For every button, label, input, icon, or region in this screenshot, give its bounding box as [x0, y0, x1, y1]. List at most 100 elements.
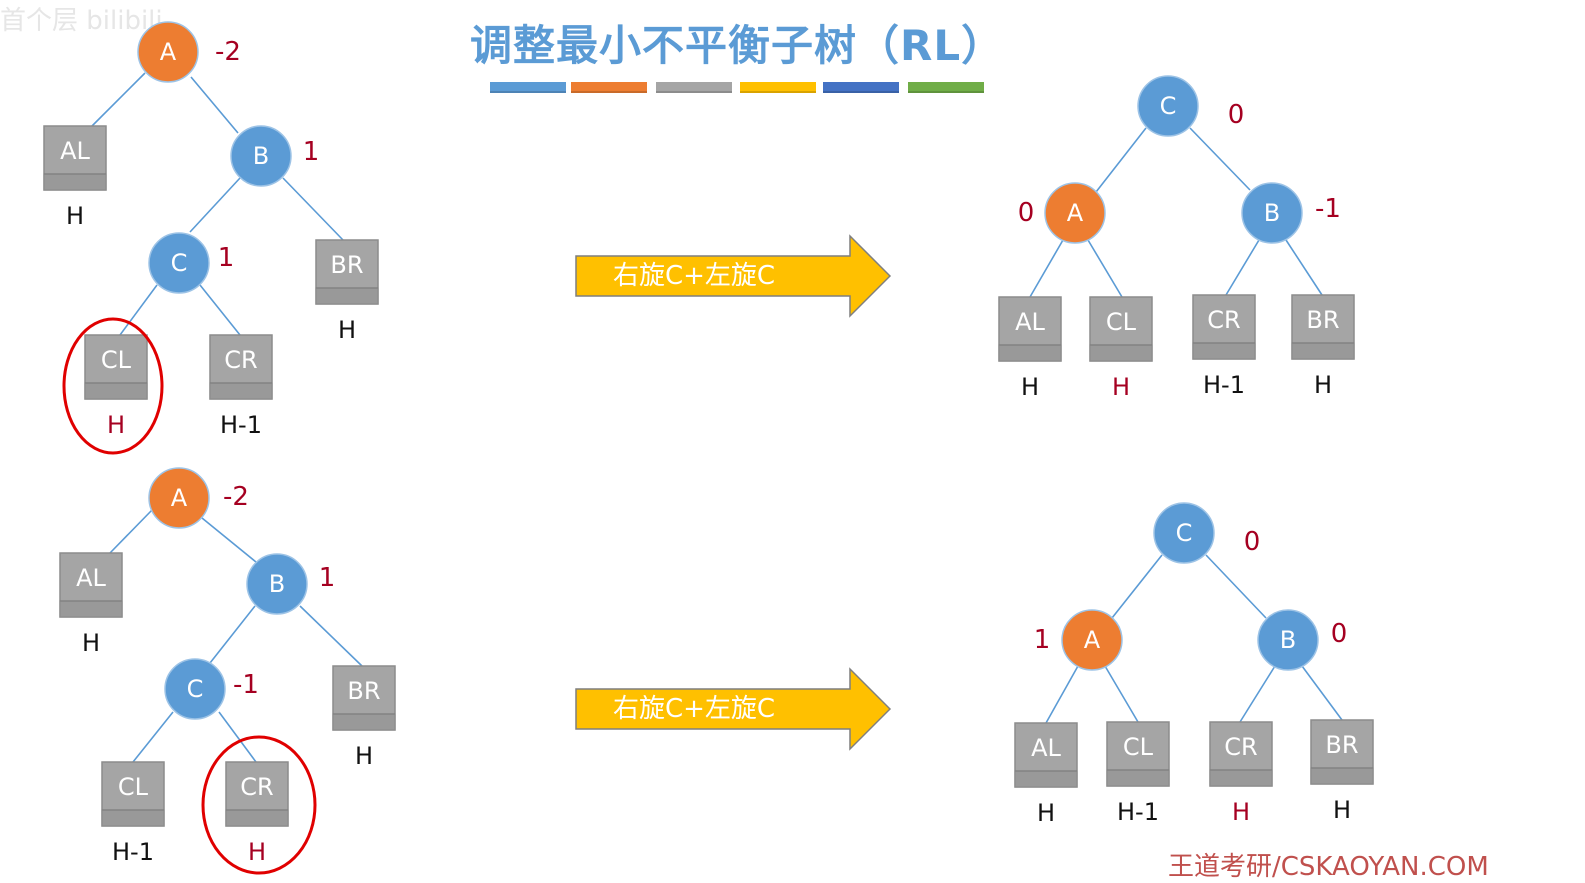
tree-edge — [201, 517, 257, 563]
subtree-box-base — [84, 382, 148, 400]
subtree-height: H — [1232, 798, 1250, 826]
tree-node-c — [1153, 502, 1215, 564]
tree-edge — [218, 711, 257, 763]
subtree-label: CL — [118, 773, 149, 801]
tree-edge — [199, 284, 241, 336]
tree-edge — [1205, 554, 1267, 619]
subtree-label: CR — [240, 773, 273, 801]
tree-edge — [109, 509, 153, 554]
subtree-box-base — [209, 382, 273, 400]
tree-edge — [190, 76, 239, 134]
subtree-label: BR — [1325, 731, 1358, 759]
node-label: A — [1084, 626, 1101, 654]
subtree-height: H-1 — [220, 411, 262, 439]
subtree-box-base — [1209, 769, 1273, 787]
subtree-box-base — [998, 344, 1062, 362]
subtree-label: CR — [224, 346, 257, 374]
node-label: A — [160, 38, 177, 66]
node-label: B — [1280, 626, 1296, 654]
subtree-label: AL — [1015, 308, 1045, 336]
subtree-height: H-1 — [112, 838, 154, 866]
tree-node-a — [148, 467, 210, 529]
subtree-height: H — [66, 202, 84, 230]
tree-edge — [1095, 127, 1147, 193]
subtree-label: CL — [1123, 733, 1154, 761]
tree-node-b — [1257, 609, 1319, 671]
subtree-box-base — [1089, 344, 1153, 362]
tree-edge — [1301, 665, 1343, 721]
subtree-box-base — [43, 173, 107, 191]
subtree-height: H — [248, 838, 266, 866]
subtree-box-base — [1291, 342, 1355, 360]
tree-edge — [1189, 127, 1251, 191]
tree-edge — [209, 605, 256, 664]
tree-node-c — [164, 658, 226, 720]
balance-factor: 1 — [1034, 625, 1051, 655]
tree-node-c — [1137, 75, 1199, 137]
subtree-box-base — [315, 287, 379, 305]
tree-edge — [189, 177, 241, 233]
node-label: C — [187, 675, 204, 703]
color-bar — [823, 82, 899, 93]
node-label: C — [1160, 92, 1177, 120]
balance-factor: 0 — [1018, 198, 1035, 228]
tree-edge — [1111, 554, 1163, 619]
rotation-arrow — [575, 234, 892, 318]
color-bar — [490, 82, 566, 93]
subtree-height: H — [1314, 371, 1332, 399]
subtree-box-base — [1192, 342, 1256, 360]
subtree-label: BR — [347, 677, 380, 705]
tree-edge — [299, 605, 363, 667]
subtree-height: H — [107, 411, 125, 439]
balance-factor: 0 — [1228, 100, 1245, 130]
tree-node-a — [137, 21, 199, 83]
rotation-arrow-label: 右旋C+左旋C — [613, 261, 775, 291]
subtree-height: H — [1333, 796, 1351, 824]
subtree-box-base — [59, 600, 123, 618]
color-bar — [740, 82, 816, 93]
subtree-height: H — [338, 316, 356, 344]
subtree-height: H — [1037, 799, 1055, 827]
subtree-box-base — [1106, 769, 1170, 787]
node-label: B — [269, 570, 285, 598]
tree-edge — [132, 711, 174, 763]
subtree-height: H — [82, 629, 100, 657]
tree-node-a — [1044, 182, 1106, 244]
subtree-height: H — [1112, 373, 1130, 401]
balance-factor: 1 — [218, 243, 235, 273]
watermark: 首个层 bilibili — [0, 6, 163, 36]
tree-node-a — [1061, 609, 1123, 671]
node-label: C — [1176, 519, 1193, 547]
balance-factor: 0 — [1331, 619, 1348, 649]
subtree-height: H-1 — [1117, 798, 1159, 826]
balance-factor: 1 — [319, 563, 336, 593]
subtree-label: CR — [1207, 306, 1240, 334]
subtree-height: H-1 — [1203, 371, 1245, 399]
tree-edge — [1285, 239, 1323, 296]
tree-edge — [119, 284, 158, 336]
node-label: B — [253, 142, 269, 170]
subtree-label: CL — [101, 346, 132, 374]
tree-edge — [1045, 665, 1079, 724]
subtree-label: AL — [60, 137, 90, 165]
highlight-circle — [201, 735, 317, 875]
subtree-label: CR — [1224, 733, 1257, 761]
balance-factor: 1 — [303, 137, 320, 167]
balance-factor: -1 — [1315, 194, 1341, 224]
balance-factor: -1 — [233, 670, 259, 700]
node-label: C — [171, 249, 188, 277]
subtree-box-base — [1014, 770, 1078, 788]
tree-node-b — [246, 553, 308, 615]
tree-edge — [282, 177, 344, 241]
footer-brand: 王道考研/CSKAOYAN.COM — [1168, 852, 1489, 882]
subtree-height: H — [1021, 373, 1039, 401]
tree-edge — [1087, 239, 1123, 298]
balance-factor: 0 — [1244, 527, 1261, 557]
subtree-label: BR — [330, 251, 363, 279]
highlight-circle — [62, 317, 164, 455]
rotation-arrow — [575, 667, 892, 751]
tree-node-b — [1241, 182, 1303, 244]
slide-title: 调整最小不平衡子树（RL） — [470, 21, 1005, 70]
